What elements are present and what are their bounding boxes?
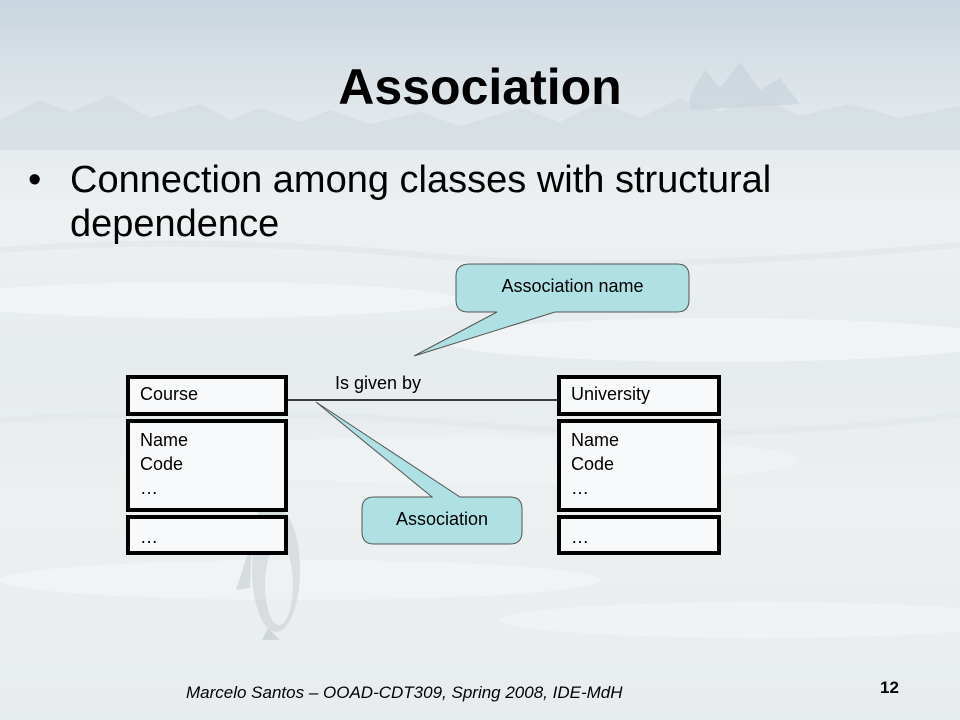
operations-more: … [571, 527, 589, 547]
class-course-name-compartment: Course [126, 375, 288, 416]
class-name: Course [140, 384, 199, 404]
class-course-operations-compartment: … [126, 515, 288, 555]
operations-more: … [140, 527, 158, 547]
class-course-attributes-compartment: Name Code … [126, 419, 288, 512]
bullet-icon: • [28, 159, 42, 201]
class-university-name-compartment: University [557, 375, 721, 416]
attribute-more: … [140, 478, 158, 498]
slide-title: Association [338, 59, 622, 115]
association-label: Is given by [335, 373, 422, 393]
page-number: 12 [880, 678, 899, 697]
bullet-text: Connection among classes with structural… [70, 159, 772, 245]
association-name-callout-label: Association name [501, 276, 644, 296]
class-university-operations-compartment: … [557, 515, 721, 555]
association-callout-shape [315, 401, 523, 545]
association-callout-label: Association [395, 509, 489, 529]
attribute-name: Name [140, 430, 189, 450]
attribute-name: Name [571, 430, 620, 450]
class-name: University [571, 384, 651, 404]
attribute-code: Code [571, 454, 615, 474]
association-name-callout-shape [413, 263, 690, 357]
class-university-attributes-compartment: Name Code … [557, 419, 721, 512]
attribute-more: … [571, 478, 589, 498]
attribute-code: Code [140, 454, 184, 474]
slide-footer: Marcelo Santos – OOAD-CDT309, Spring 200… [186, 683, 623, 702]
